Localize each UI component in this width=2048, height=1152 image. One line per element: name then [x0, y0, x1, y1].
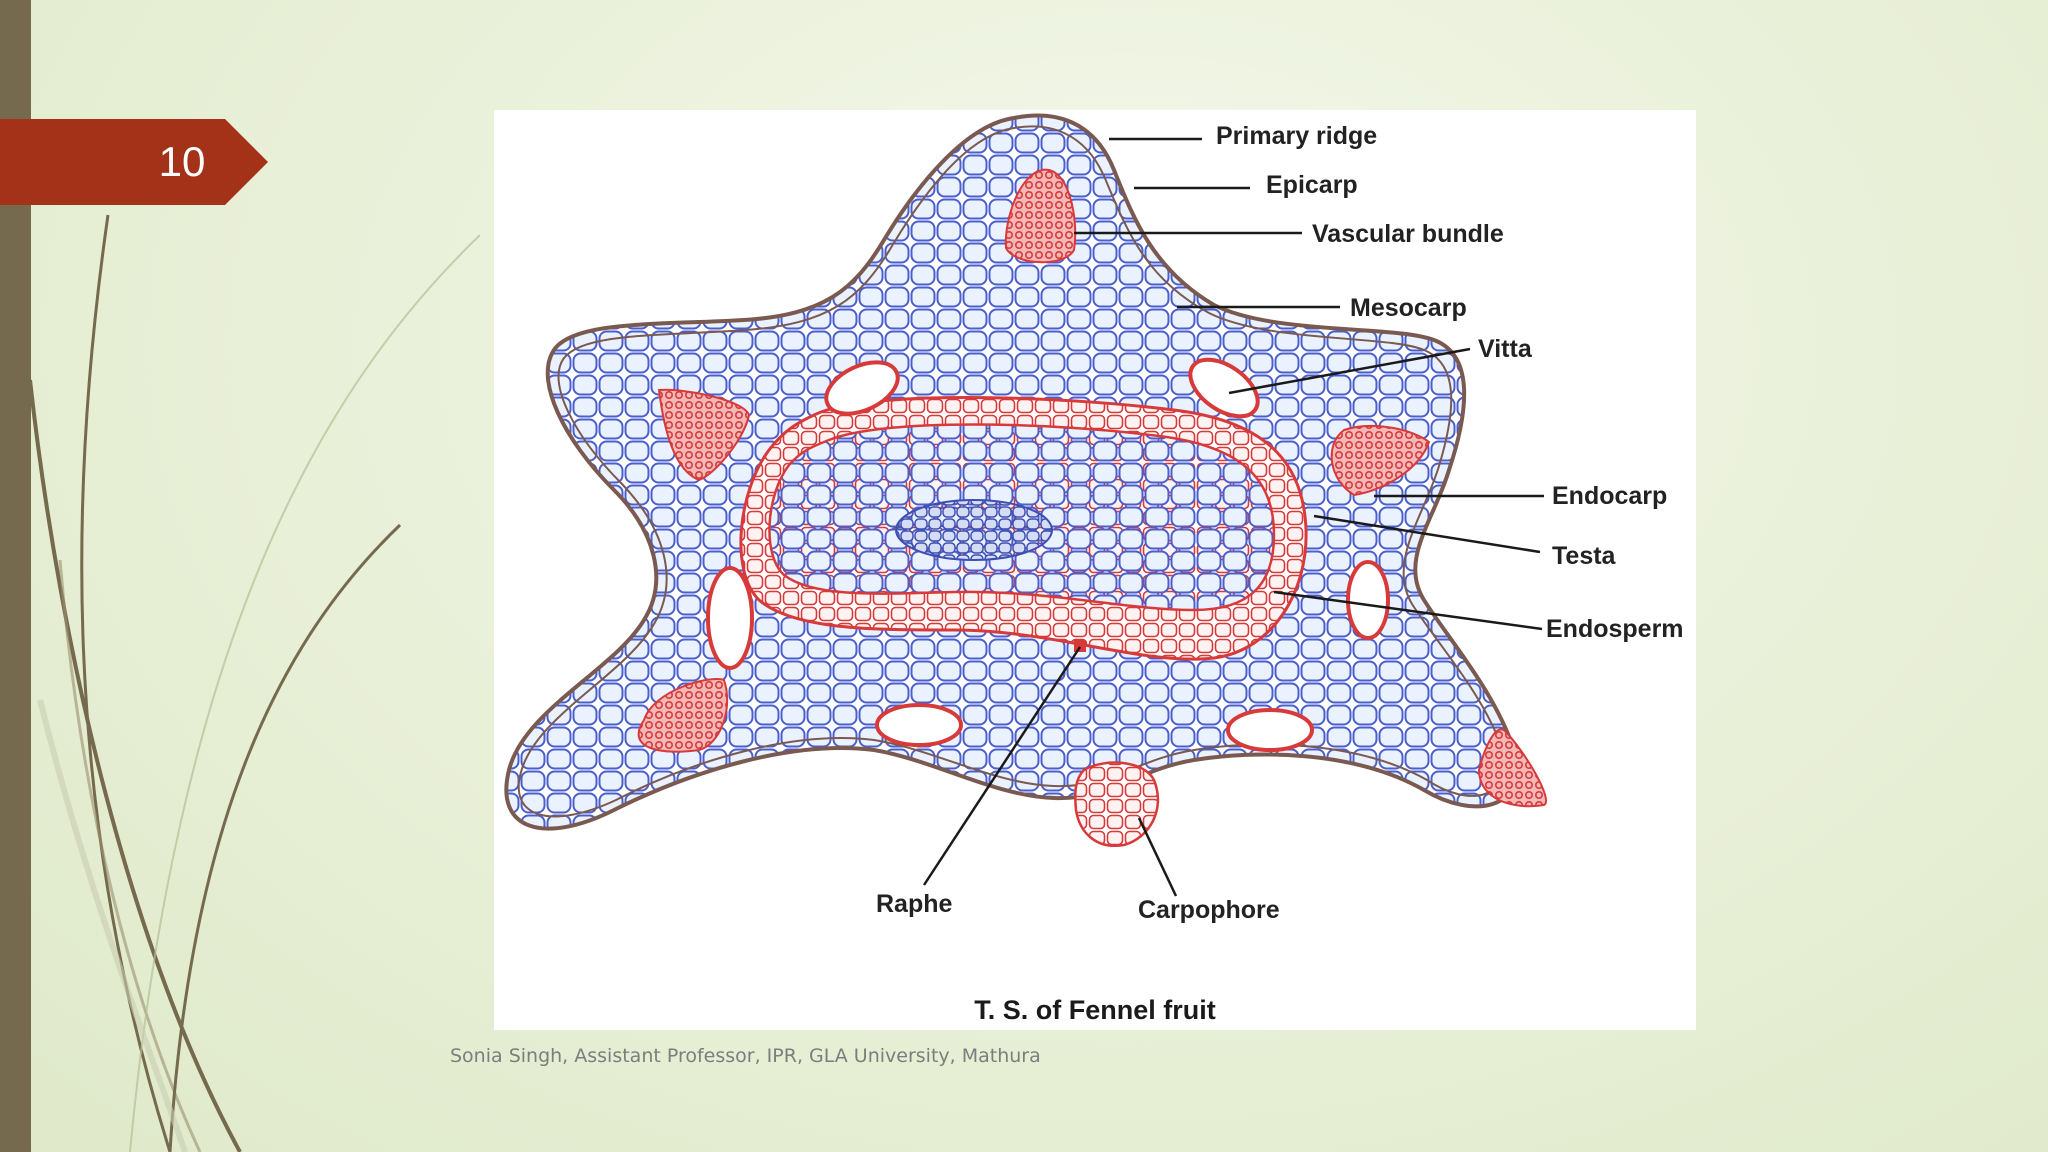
label-epicarp: Epicarp [1266, 171, 1358, 199]
label-testa: Testa [1552, 542, 1616, 570]
decorative-curves [28, 214, 480, 1152]
label-raphe: Raphe [876, 890, 953, 918]
label-primary-ridge: Primary ridge [1216, 122, 1378, 150]
slide-number-tag: 10 [0, 119, 270, 205]
label-endocarp: Endocarp [1552, 482, 1668, 510]
fennel-diagram: Primary ridge Epicarp Vascular bundle Me… [494, 110, 1696, 1030]
fennel-cross-section-drawing [504, 113, 1547, 897]
label-mesocarp: Mesocarp [1350, 294, 1467, 322]
footer-credit: Sonia Singh, Assistant Professor, IPR, G… [450, 1045, 1041, 1067]
slide-number: 10 [158, 138, 206, 185]
label-endosperm: Endosperm [1546, 615, 1684, 643]
diagram-caption: T. S. of Fennel fruit [974, 995, 1216, 1025]
label-vascular-bundle: Vascular bundle [1312, 220, 1504, 248]
label-vitta: Vitta [1478, 335, 1532, 363]
label-carpophore: Carpophore [1138, 896, 1280, 924]
